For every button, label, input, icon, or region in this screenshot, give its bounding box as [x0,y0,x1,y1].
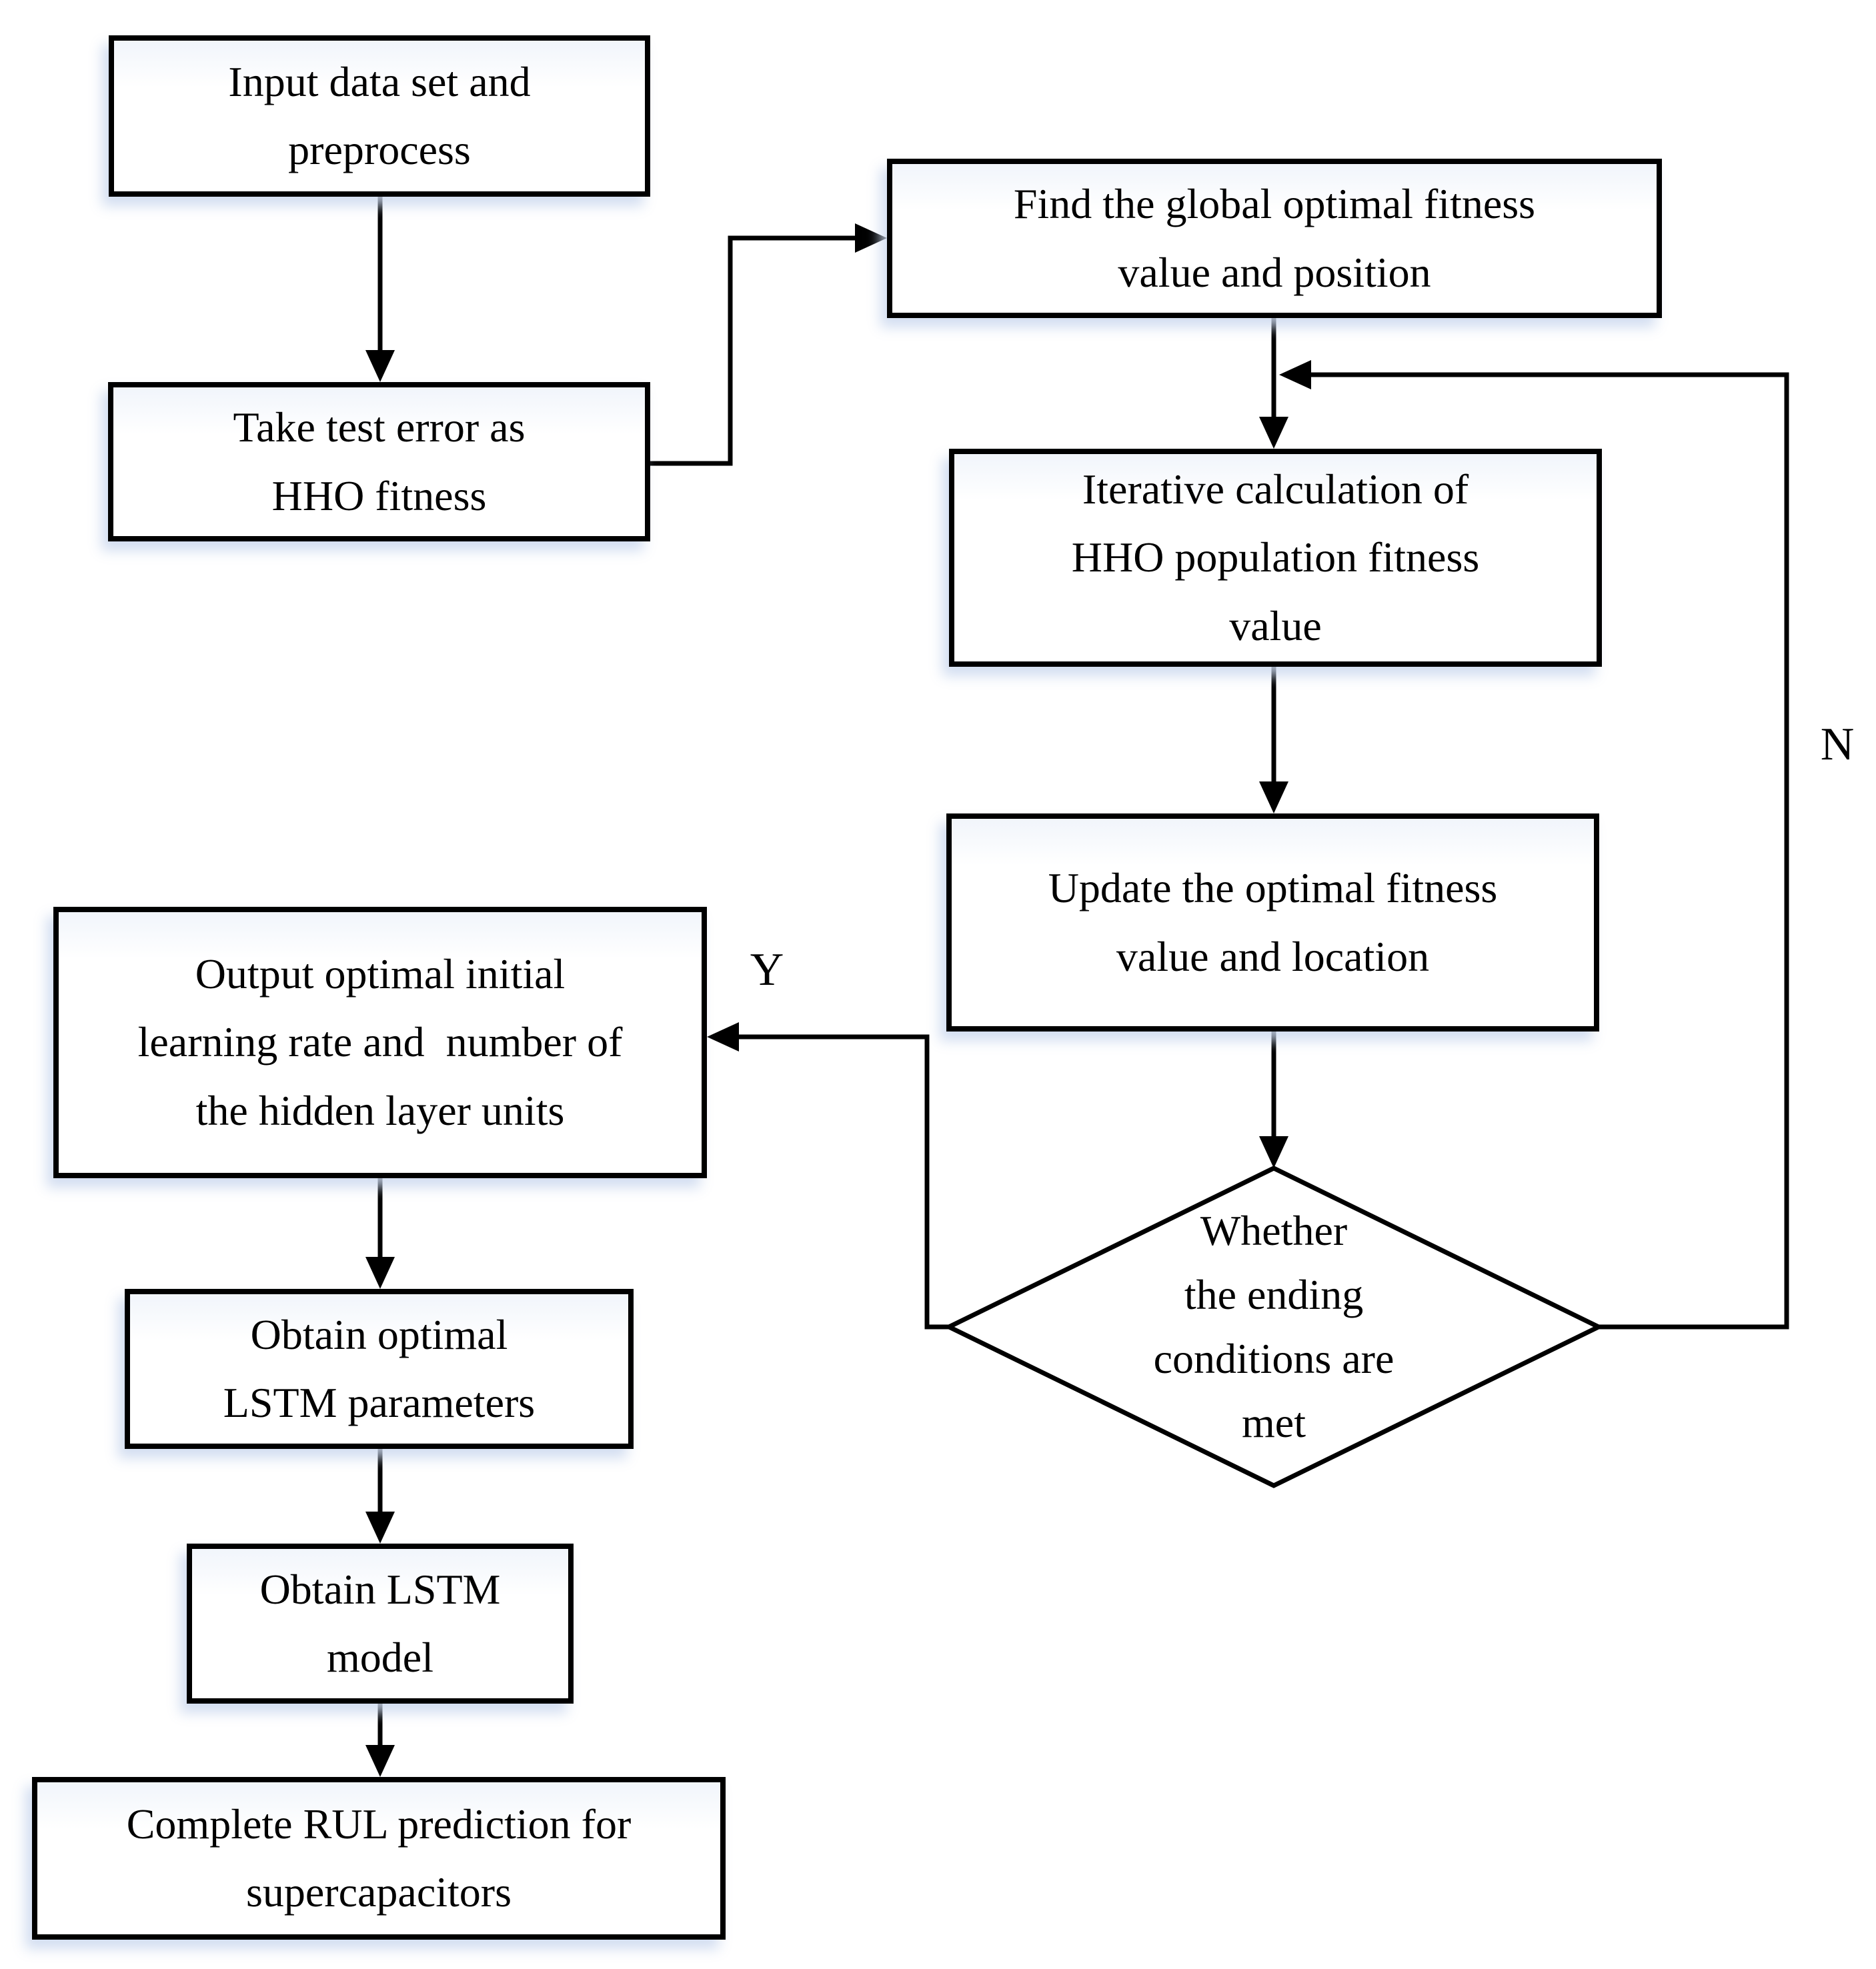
node-input-data-set: Input data set and preprocess [109,35,650,197]
node-iterative-calculation-label: Iterative calculation of HHO population … [1071,465,1480,649]
node-take-test-error: Take test error as HHO fitness [108,382,650,541]
edge-decision-no-loop [1310,372,1789,1330]
decision-ending-conditions-label: Whether the ending conditions are met [1153,1207,1394,1446]
node-complete-rul-prediction: Complete RUL prediction for supercapacit… [32,1777,726,1940]
node-input-data-set-label: Input data set and preprocess [228,57,531,173]
node-take-test-error-label: Take test error as HHO fitness [233,403,526,519]
edge-label-yes: Y [750,944,784,996]
arrowhead-into-decision [1259,1136,1288,1168]
edge-fitness-to-find [650,235,856,466]
node-update-optimal-fitness-label: Update the optimal fitness value and loc… [1048,864,1498,980]
decision-ending-conditions: Whether the ending conditions are met [1074,1182,1474,1472]
arrowhead-no-loop-merge [1279,360,1311,389]
edge-label-no: N [1820,719,1855,770]
arrowhead-into-update [1259,781,1288,813]
arrowhead-into-rul [365,1745,395,1777]
node-update-optimal-fitness: Update the optimal fitness value and loc… [946,813,1599,1032]
arrowhead-into-iterative [1259,417,1288,449]
node-obtain-lstm-model-label: Obtain LSTM model [259,1565,501,1681]
node-iterative-calculation: Iterative calculation of HHO population … [949,449,1602,667]
arrowhead-into-find [855,223,887,253]
arrowhead-into-params [365,1257,395,1289]
node-obtain-lstm-parameters: Obtain optimal LSTM parameters [125,1289,634,1449]
arrowhead-into-model [365,1512,395,1544]
arrowhead-into-fitness [365,350,395,382]
node-output-optimal-parameters: Output optimal initial learning rate and… [53,907,707,1178]
arrowhead-yes-into-output [707,1022,739,1052]
decision-diamond-shape [944,1166,1604,1488]
node-find-global-optimal: Find the global optimal fitness value an… [887,159,1662,318]
node-obtain-lstm-model: Obtain LSTM model [187,1544,574,1704]
node-output-optimal-parameters-label: Output optimal initial learning rate and… [137,949,623,1134]
node-obtain-lstm-parameters-label: Obtain optimal LSTM parameters [223,1310,536,1426]
node-complete-rul-prediction-label: Complete RUL prediction for supercapacit… [126,1800,632,1916]
edge-decision-yes [738,1034,949,1330]
node-find-global-optimal-label: Find the global optimal fitness value an… [1013,180,1536,296]
